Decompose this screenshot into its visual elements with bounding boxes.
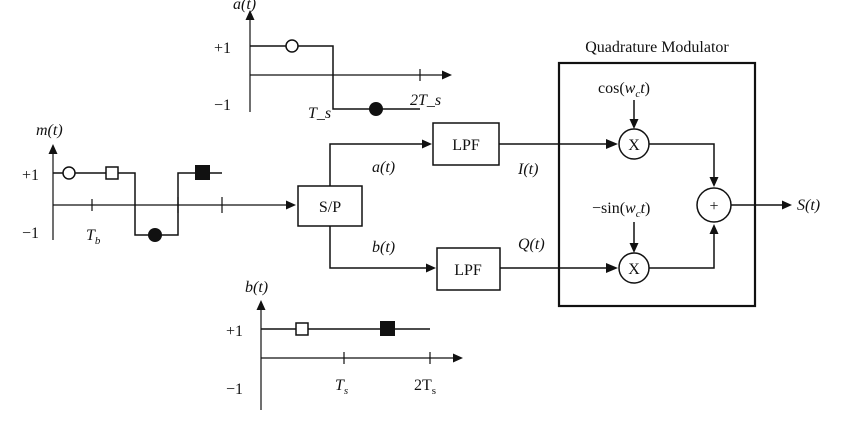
open-square-marker (295, 322, 309, 336)
b-branch-arrow (426, 263, 436, 273)
plot-b-plus-label: +1 (226, 323, 243, 340)
plot-a-title: a(t) (233, 0, 256, 13)
plot-m-title: m(t) (36, 122, 63, 139)
bottom-mixer-symbol: X (628, 261, 640, 278)
top-mixer-output-arrow (709, 177, 719, 187)
open-circle-marker (285, 39, 299, 53)
open-circle-marker (62, 166, 76, 180)
plot-b-x-arrow (453, 353, 463, 363)
filled-circle-marker (148, 228, 162, 242)
plot-m-y-arrow (48, 144, 58, 154)
sin-carrier-label: −sin(wct) (592, 200, 650, 220)
open-square-marker (105, 166, 119, 180)
plot-a-minus-label: −1 (214, 97, 231, 114)
plot-m: m(t) +1 −1 Tb (22, 122, 296, 247)
adder-symbol: + (709, 198, 718, 215)
lpf-bottom-label: LPF (454, 262, 482, 279)
filled-square-marker (195, 165, 210, 180)
top-mixer-symbol: X (628, 137, 640, 154)
a-branch-line (329, 143, 426, 186)
i-path-arrow (606, 139, 618, 149)
plot-b-tick2-label: 2Ts (414, 377, 436, 397)
plot-a-x-arrow (442, 70, 452, 80)
filled-square-marker (380, 321, 395, 336)
q-path-arrow (606, 263, 618, 273)
plot-a-tick1-label: T_s (308, 105, 331, 122)
q-signal-label: Q(t) (518, 236, 545, 253)
plot-b-title: b(t) (245, 279, 268, 296)
output-label: S(t) (797, 197, 820, 214)
i-signal-label: I(t) (517, 161, 538, 178)
plot-a-waveform (250, 45, 420, 110)
cos-carrier-label: cos(wct) (598, 80, 650, 100)
plot-m-x-arrow (286, 200, 296, 210)
cos-carrier-arrow (629, 119, 639, 129)
bottom-mixer-output-line (649, 234, 715, 269)
plot-m-waveform (53, 172, 222, 236)
plot-a-tick2-label: 2T_s (410, 92, 441, 109)
plot-a: a(t) +1 −1 T_s 2T_s (214, 0, 452, 122)
a-branch-arrow (422, 139, 432, 149)
a-signal-label: a(t) (372, 159, 395, 176)
output-arrow (782, 200, 792, 210)
plot-a-y-arrow (245, 10, 255, 20)
sp-label: S/P (319, 199, 341, 216)
lpf-top-label: LPF (452, 137, 480, 154)
sin-carrier-arrow (629, 243, 639, 253)
plot-a-plus-label: +1 (214, 40, 231, 57)
plot-b-y-arrow (256, 300, 266, 310)
b-signal-label: b(t) (372, 239, 395, 256)
lpf-top-block (432, 122, 500, 166)
plot-b: b(t) +1 −1 Ts 2Ts (226, 279, 463, 410)
modulator-title: Quadrature Modulator (585, 39, 729, 56)
filled-circle-marker (369, 102, 383, 116)
plot-m-tick-label: Tb (86, 227, 101, 247)
top-mixer-output-line (649, 143, 715, 178)
plot-b-tick1-label: Ts (335, 377, 348, 397)
plot-m-plus-label: +1 (22, 167, 39, 184)
b-branch-line (329, 226, 430, 269)
lpf-bottom-block (436, 247, 501, 291)
quadrature-modulator-box (557, 61, 757, 308)
plot-m-minus-label: −1 (22, 225, 39, 242)
plot-b-minus-label: −1 (226, 381, 243, 398)
bottom-mixer-output-arrow (709, 224, 719, 234)
